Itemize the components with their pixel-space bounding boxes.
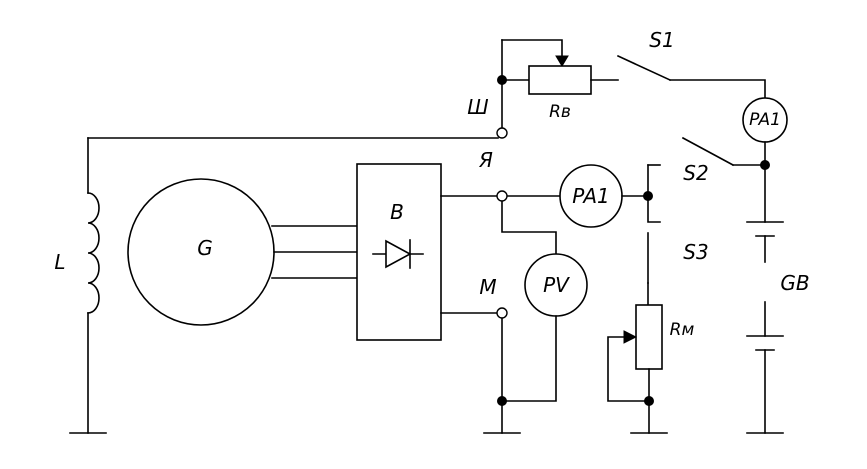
wire-Rm-wiper [607, 336, 650, 402]
wire-S1-to-PA1 [669, 79, 766, 101]
junction-dot [497, 75, 507, 85]
battery-GB [746, 221, 784, 434]
label-S3: S3 [683, 240, 708, 264]
wire-to-PV [501, 195, 557, 255]
three-phase-wires [271, 225, 358, 279]
wire-rheostat-wiper [501, 39, 563, 65]
label-S1: S1 [649, 28, 674, 52]
label-G: G [197, 236, 213, 260]
rm-wiper-arrow [623, 330, 638, 344]
label-Ya: Я [478, 148, 493, 172]
label-PV: PV [543, 273, 570, 297]
switch-S2 [681, 136, 735, 167]
terminal-M [496, 307, 508, 319]
rheostat-Rm [635, 304, 663, 370]
label-PA1-top: PA1 [749, 110, 781, 130]
terminal-Ya [496, 190, 508, 202]
junction-dot [760, 160, 770, 170]
switch-S1 [616, 54, 672, 82]
junction-dot [643, 191, 653, 201]
wire-PV-to-ground [501, 315, 557, 402]
label-Rm: Rм [670, 320, 695, 340]
label-GB: GB [780, 271, 809, 295]
terminal-Sh [496, 127, 508, 139]
junction-dot [497, 396, 507, 406]
field-winding-L [69, 137, 107, 434]
label-PA1-mid: PA1 [572, 184, 609, 208]
wire-S2-bracket [647, 164, 661, 223]
junction-dot [644, 396, 654, 406]
diode-symbol [372, 239, 424, 269]
rheostat-Rv [528, 65, 592, 95]
rheostat-wiper-arrow [555, 55, 569, 67]
label-B: B [390, 200, 404, 224]
label-Sh: Ш [467, 95, 488, 119]
label-S2: S2 [683, 161, 708, 185]
label-Rv: Rв [549, 102, 571, 122]
label-L: L [54, 250, 65, 274]
label-M: M [479, 275, 496, 299]
